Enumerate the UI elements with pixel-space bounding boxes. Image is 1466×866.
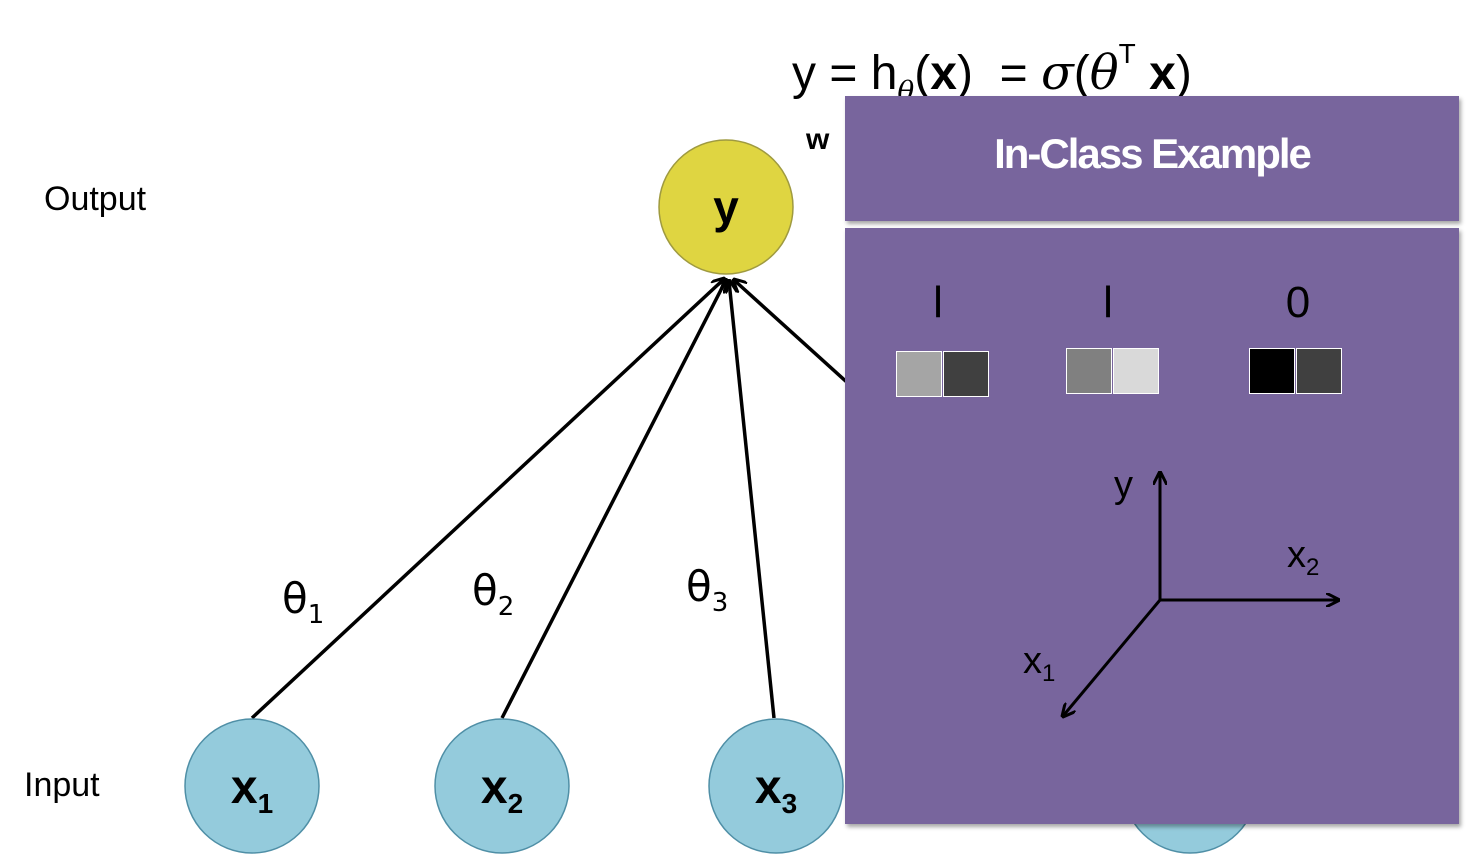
formula-line2-partial: w [806,123,830,156]
edge-x1-y [250,279,724,720]
in-class-example-header: In-Class Example [845,96,1459,221]
x2-axis-label: x2 [1287,534,1320,581]
x1-axis-label: x1 [1023,640,1056,687]
y-axis-label: y [1114,464,1133,506]
example-2-pixel-1 [1066,348,1112,394]
example-3-pixel-2 [1296,348,1342,394]
x1-axis [1063,599,1162,716]
weight-label-1: θ1 [282,574,325,630]
example-2-pixel-2 [1113,348,1159,394]
weight-label-3: θ3 [686,562,729,618]
in-class-example-panel: l l 0 y x2 x1 [845,228,1459,824]
example-1-pixel-2 [943,351,989,397]
hypothesis-formula: y = hθ(x) = σ(θT x) [792,38,1192,108]
input-node-1 [184,718,320,854]
example-1-pixel-1 [896,351,942,397]
input-node-label-3: x3 [754,761,798,819]
output-node-label: y [713,181,739,233]
edge-x3-y [729,281,776,719]
example-label-2: l [1103,278,1113,327]
edge-x2-y [500,280,726,719]
example-label-3: 0 [1285,278,1311,327]
edge-x4-y [734,280,852,387]
output-layer-label: Output [44,180,147,218]
example-label-1: l [933,278,943,327]
input-node-label-2: x2 [480,761,524,819]
input-node-3 [708,718,844,854]
input-node-2 [434,718,570,854]
input-node-label-1: x1 [230,761,274,819]
weight-label-2: θ2 [472,566,515,622]
output-node [658,139,794,275]
feature-axes [845,228,1459,824]
example-3-pixel-1 [1249,348,1295,394]
input-layer-label: Input [24,766,100,804]
panel-title: In-Class Example [994,130,1312,177]
